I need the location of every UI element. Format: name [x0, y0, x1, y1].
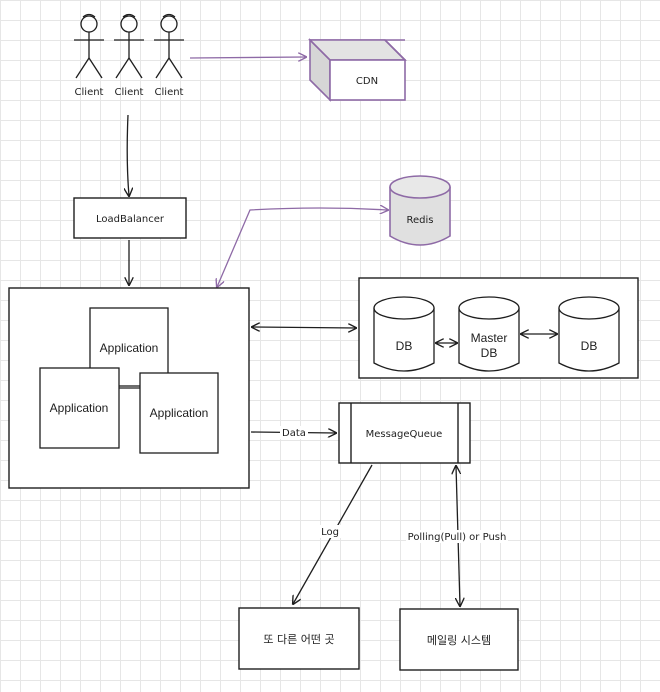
edge-log-label: Log: [321, 527, 339, 538]
client-label: Client: [155, 87, 184, 98]
cdn-node: [308, 38, 407, 102]
cdn-label: CDN: [356, 76, 378, 87]
redis-label: Redis: [407, 215, 434, 226]
edge-polling-label: Polling(Pull) or Push: [408, 532, 507, 543]
redis-node: [389, 175, 451, 246]
db-label: DB: [396, 339, 413, 353]
client-label: Client: [115, 87, 144, 98]
edge-redis-server: [217, 208, 388, 287]
other-destination-label: 또 다른 어떤 곳: [263, 633, 334, 646]
edge-data-label: Data: [282, 428, 306, 439]
person-icon: [114, 13, 144, 79]
db-node-2: [558, 296, 620, 372]
messagequeue-node: [338, 402, 471, 464]
edge-client-loadbalancer: [127, 114, 129, 196]
mailing-system-node: [399, 608, 519, 671]
edge-server-dbcluster: [252, 327, 356, 328]
mailing-system-label: 메일링 시스템: [427, 633, 491, 647]
db-node-1: [373, 296, 435, 372]
client-1: Client: [74, 13, 104, 98]
messagequeue-label: MessageQueue: [366, 429, 443, 440]
client-3: Client: [154, 13, 184, 98]
person-icon: [74, 13, 104, 79]
master-db-node: [458, 296, 520, 372]
application-node-right: [139, 372, 219, 454]
loadbalancer-label: LoadBalancer: [96, 214, 165, 225]
loadbalancer-node: [73, 197, 187, 239]
edge-polling-label-bg: [406, 530, 508, 543]
person-icon: [154, 13, 184, 79]
application-label: Application: [50, 401, 109, 415]
application-node-left: [39, 367, 120, 449]
master-db-label-line1: Master: [471, 331, 508, 345]
client-label: Client: [75, 87, 104, 98]
master-db-label-line2: DB: [481, 346, 498, 360]
other-destination-node: [238, 607, 360, 670]
application-label: Application: [100, 341, 159, 355]
edge-clients-cdn: [189, 57, 306, 58]
edge-log-label-bg: [316, 525, 344, 538]
edge-data-label-bg: [280, 426, 308, 439]
application-label: Application: [150, 406, 209, 420]
client-2: Client: [114, 13, 144, 98]
db-label: DB: [581, 339, 598, 353]
